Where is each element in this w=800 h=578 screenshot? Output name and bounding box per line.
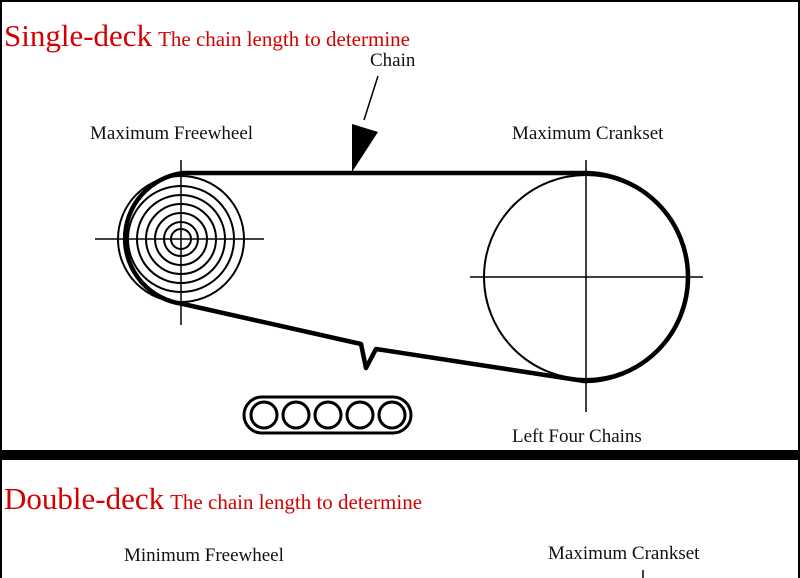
freewheel-crosshair xyxy=(95,160,264,325)
double-deck-subtitle: The chain length to determine xyxy=(170,490,423,514)
chain-label: Chain xyxy=(370,50,416,71)
double-crankset-label: Maximum Crankset xyxy=(548,543,700,564)
double-deck-title: Double-deck xyxy=(4,481,165,516)
single-deck-subtitle: The chain length to determine xyxy=(158,27,410,51)
freewheel-label: Maximum Freewheel xyxy=(90,123,254,144)
panel-divider xyxy=(0,450,800,460)
crankset-label: Maximum Crankset xyxy=(512,123,664,144)
spare-chain-links xyxy=(242,395,413,435)
crankset-crosshair xyxy=(470,160,703,412)
left-four-chains-label: Left Four Chains xyxy=(512,426,642,447)
min-freewheel-label: Minimum Freewheel xyxy=(124,545,284,566)
single-deck-title: Single-deck xyxy=(4,18,153,53)
chain-pointer-arrow xyxy=(352,75,379,172)
